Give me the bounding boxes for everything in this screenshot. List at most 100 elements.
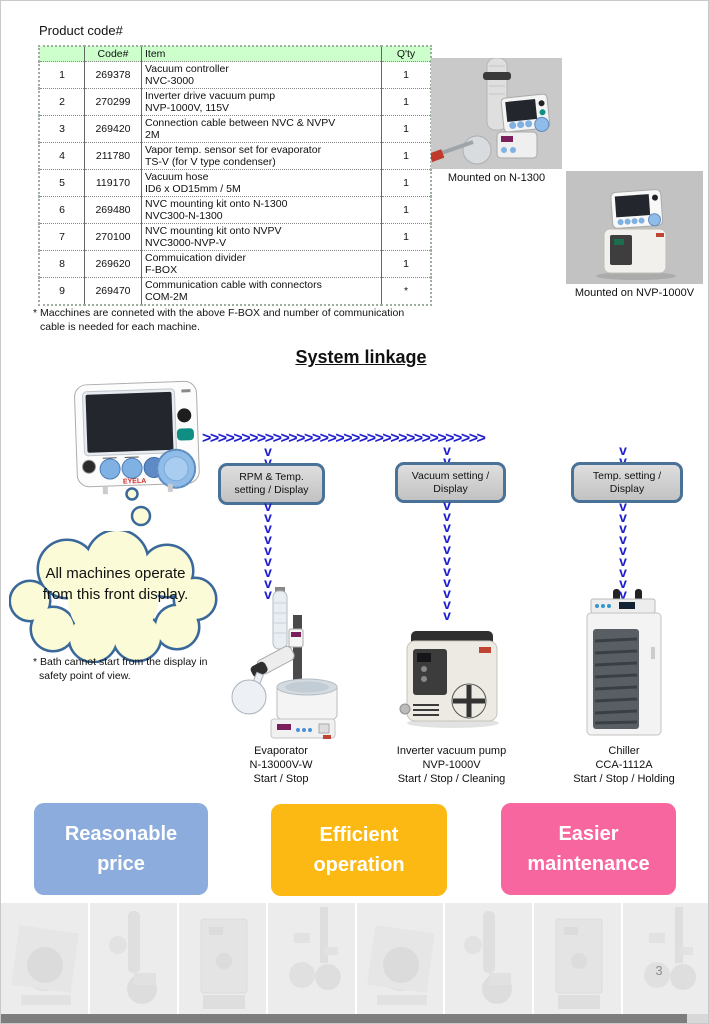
cell-qty: 1 xyxy=(381,223,431,251)
header-code: Code# xyxy=(84,45,142,62)
cell-num: 5 xyxy=(38,169,85,197)
device-controls: Start / Stop / Cleaning xyxy=(397,773,506,785)
nvp1000v-photo-illustration xyxy=(596,189,676,280)
thought-bubble-tail-icon xyxy=(113,485,157,544)
n1300-photo-illustration xyxy=(431,58,551,165)
benefit-box-efficient-operation: Efficient operation xyxy=(271,804,447,896)
flow-arrow-drop-right-icon: v v v v v v v v v xyxy=(619,498,627,602)
system-linkage-title: System linkage xyxy=(295,347,427,367)
table-footnote: * Macchines are conneted with the above … xyxy=(33,307,405,333)
setting-box-line: Vacuum setting / xyxy=(411,469,490,482)
vacuum-controller-illustration: EYELA xyxy=(71,375,207,504)
flow-arrow-stub-middle-icon: v v xyxy=(443,442,451,469)
cell-code: 269480 xyxy=(84,196,142,224)
device-name: Chiller xyxy=(608,745,640,757)
header-item: Item xyxy=(141,45,382,62)
faded-product-image xyxy=(623,903,708,1014)
chiller-illustration xyxy=(579,589,669,746)
header-num xyxy=(38,45,85,62)
header-qty: Q'ty xyxy=(381,45,431,62)
benefit-box-reasonable-price: Reasonable price xyxy=(34,803,208,895)
cell-code: 211780 xyxy=(84,142,142,170)
bath-note: * Bath cannot start from the display in … xyxy=(33,656,208,682)
product-image-strip xyxy=(1,903,708,1014)
bottom-bar-end xyxy=(687,1014,708,1023)
device-name: Evaporator xyxy=(254,745,308,757)
photo-mounted-nvp1000v xyxy=(566,171,703,284)
cloud-message: All machines operate from this front dis… xyxy=(42,565,189,603)
faded-product-image xyxy=(178,903,266,1014)
device-caption-chiller: Chiller CCA-1112A Start / Stop / Holding xyxy=(549,744,699,786)
setting-box-line: RPM & Temp. xyxy=(239,471,304,483)
photo-caption-nvp1000v: Mounted on NVP-1000V xyxy=(574,287,695,299)
benefit-line: Reasonable xyxy=(64,823,178,845)
cell-qty: 1 xyxy=(381,115,431,143)
vacuum-pump-illustration xyxy=(399,613,504,746)
faded-product-image xyxy=(267,903,355,1014)
device-model: N-13000V-W xyxy=(249,759,313,771)
faded-product-image xyxy=(534,903,622,1014)
faded-product-image xyxy=(89,903,177,1014)
setting-box-line: Temp. setting / xyxy=(592,469,662,482)
flow-arrow-stub-left-icon: v v xyxy=(264,443,272,470)
device-model: CCA-1112A xyxy=(595,759,653,771)
svg-text:EYELA: EYELA xyxy=(123,478,147,486)
faded-product-image xyxy=(1,903,88,1014)
cell-qty: 1 xyxy=(381,169,431,197)
flow-arrow-drop-left-icon: v v v v v v v v v xyxy=(264,498,272,602)
cell-code: 269378 xyxy=(84,61,142,89)
setting-box-line: setting / Display xyxy=(234,484,309,496)
cell-num: 1 xyxy=(38,61,85,89)
cell-num: 3 xyxy=(38,115,85,143)
cell-qty: 1 xyxy=(381,142,431,170)
setting-box-temp: Temp. setting / Display xyxy=(571,462,683,503)
bottom-bar xyxy=(1,1014,687,1023)
cell-num: 2 xyxy=(38,88,85,116)
setting-box-rpm-temp: RPM & Temp. setting / Display xyxy=(218,463,325,505)
cell-code: 269620 xyxy=(84,250,142,278)
cell-code: 270299 xyxy=(84,88,142,116)
cell-code: 119170 xyxy=(84,169,142,197)
device-caption-pump: Inverter vacuum pump NVP-1000V Start / S… xyxy=(374,744,529,786)
cell-num: 4 xyxy=(38,142,85,170)
flow-arrow-stub-right-icon: v v xyxy=(619,442,627,469)
cell-qty: 1 xyxy=(381,250,431,278)
cell-num: 6 xyxy=(38,196,85,224)
setting-box-line: Display xyxy=(609,482,645,495)
speech-cloud xyxy=(8,528,221,668)
photo-mounted-n1300 xyxy=(431,58,562,169)
benefit-line: operation xyxy=(313,854,405,876)
cell-code: 269470 xyxy=(84,277,142,305)
device-controls: Start / Stop / Holding xyxy=(573,773,675,785)
flow-arrow-drop-middle-icon: v v v v v v v v v v v xyxy=(443,497,451,623)
photo-caption-n1300: Mounted on N-1300 xyxy=(447,172,546,184)
product-table-title: Product code# xyxy=(39,23,123,38)
flow-arrow-horizontal-icon: >>>>>>>>>>>>>>>>>>>>>>>>>>>>>>>>>>>> xyxy=(202,430,486,447)
benefit-line: Easier xyxy=(558,823,619,845)
cell-num: 8 xyxy=(38,250,85,278)
cell-qty: 1 xyxy=(381,196,431,224)
device-name: Inverter vacuum pump xyxy=(396,745,507,757)
cell-qty: 1 xyxy=(381,88,431,116)
cell-qty: * xyxy=(381,277,431,305)
cell-code: 270100 xyxy=(84,223,142,251)
